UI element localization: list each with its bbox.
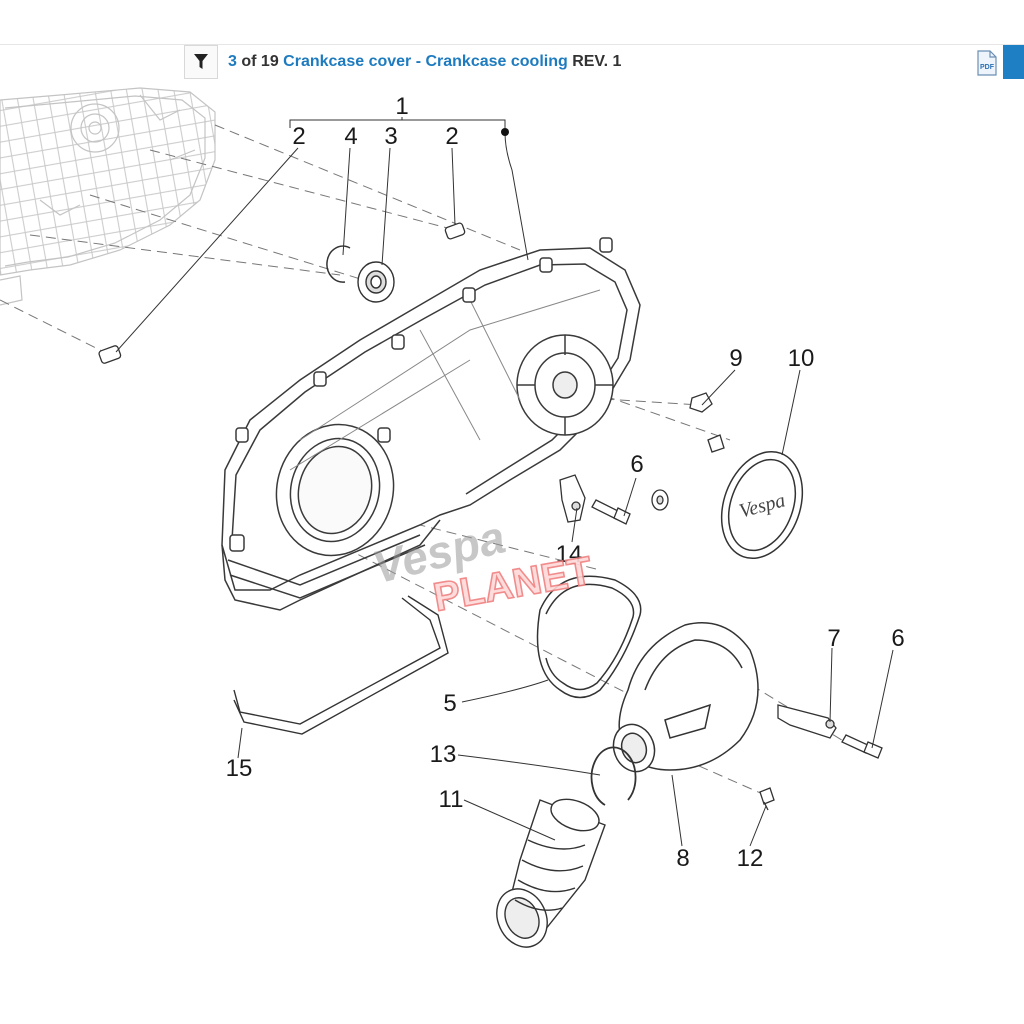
part-label[interactable]: 2 xyxy=(292,123,305,150)
badge-cover-part-10: Vespa xyxy=(720,450,804,560)
toolbar: 3 of 19 Crankcase cover - Crankcase cool… xyxy=(0,45,1024,81)
dowel-pin-left xyxy=(98,345,122,364)
clamp-part-13 xyxy=(590,746,637,806)
bolt-part-6-upper xyxy=(591,499,631,525)
exploded-parts-diagram: Vespa xyxy=(0,87,905,948)
diagram-title[interactable]: Crankcase cover - Crankcase cooling xyxy=(283,53,568,70)
part-label[interactable]: 1 xyxy=(395,93,408,120)
air-duct-cover-part-8 xyxy=(612,622,759,773)
crankcase-body xyxy=(0,87,216,306)
part-label[interactable]: 11 xyxy=(439,786,464,813)
dowel-pin-right xyxy=(444,222,466,240)
part-label[interactable]: 15 xyxy=(226,755,253,782)
part-label[interactable]: 7 xyxy=(827,625,840,652)
hose-part-15 xyxy=(233,595,449,735)
revision-label: REV. 1 xyxy=(572,53,622,70)
nut-part-9 xyxy=(689,392,725,453)
part-label[interactable]: 4 xyxy=(344,123,357,150)
part-label[interactable]: 2 xyxy=(445,123,458,150)
bracket-part-14 xyxy=(559,474,586,523)
circlip-part xyxy=(326,245,351,283)
part-labels: 1 2 4 3 2 9 10 6 14 7 6 5 13 11 8 12 15 xyxy=(226,93,905,872)
part-label[interactable]: 5 xyxy=(443,690,456,717)
page-title: 3 of 19 Crankcase cover - Crankcase cool… xyxy=(228,53,621,71)
bolt-part-6-lower xyxy=(841,734,883,759)
pdf-icon: PDF xyxy=(977,50,997,76)
crankcase-cover-part xyxy=(221,237,641,611)
bearing-part xyxy=(357,261,395,303)
part-label[interactable]: 10 xyxy=(788,345,815,372)
part-label[interactable]: 6 xyxy=(891,625,904,652)
position-number: 3 xyxy=(228,53,237,70)
side-tab[interactable] xyxy=(1003,45,1024,79)
filter-button[interactable] xyxy=(184,45,218,79)
part-label[interactable]: 8 xyxy=(676,845,689,872)
top-divider xyxy=(0,44,1024,45)
part-label[interactable]: 3 xyxy=(384,123,397,150)
filter-icon xyxy=(194,54,208,69)
bracket-part-7 xyxy=(777,704,837,739)
leader-lines xyxy=(115,117,894,847)
part-label[interactable]: 12 xyxy=(737,845,764,872)
intake-bellows-part-11 xyxy=(496,798,606,948)
part-label[interactable]: 13 xyxy=(430,741,457,768)
part-label[interactable]: 14 xyxy=(556,541,583,568)
part-label[interactable]: 6 xyxy=(630,451,643,478)
pdf-button[interactable]: PDF xyxy=(976,50,998,76)
of-label: of xyxy=(241,53,257,70)
screw-part-12 xyxy=(759,787,775,811)
gasket-part-5 xyxy=(536,575,642,699)
part-label[interactable]: 9 xyxy=(729,345,742,372)
total-count: 19 xyxy=(260,53,279,70)
spacer-part xyxy=(651,489,669,511)
pdf-label: PDF xyxy=(980,64,995,71)
reference-dot xyxy=(501,128,509,136)
